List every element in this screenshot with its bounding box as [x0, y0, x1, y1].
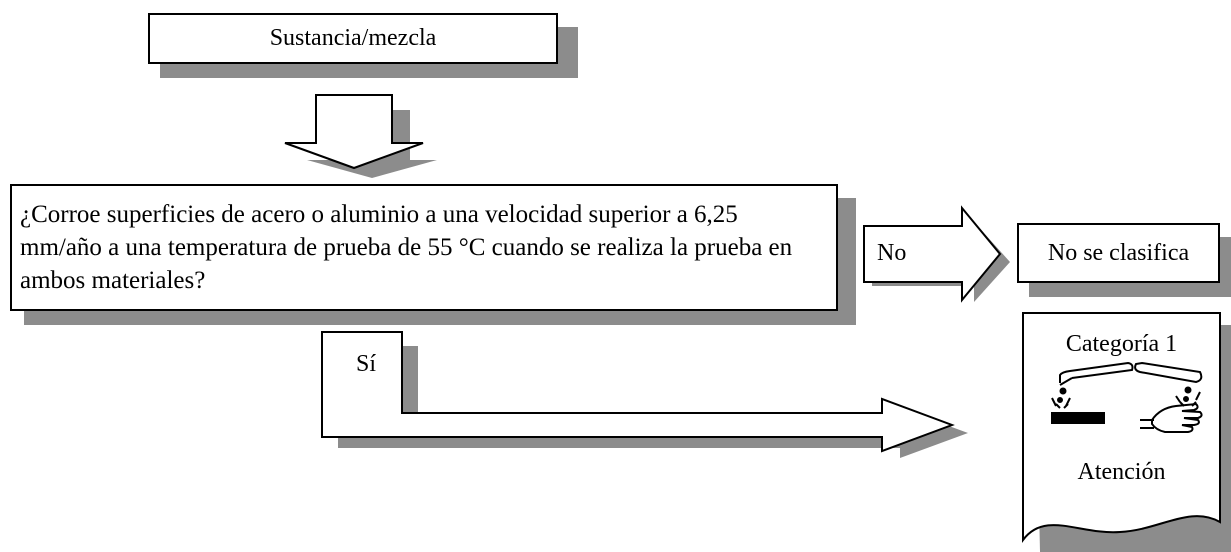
question-box: ¿Corroe superficies de acero o aluminio …	[10, 184, 838, 311]
down-arrow	[284, 94, 424, 170]
signal-word: Atención	[1077, 459, 1166, 485]
category-title: Categoría 1	[1065, 331, 1178, 357]
result-no-box: No se clasifica	[1017, 223, 1220, 283]
start-label: Sustancia/mezcla	[269, 25, 437, 51]
question-text: ¿Corroe superficies de acero o aluminio …	[20, 201, 793, 294]
branch-yes-label: Sí	[356, 351, 377, 377]
start-box: Sustancia/mezcla	[148, 13, 558, 64]
result-no-label: No se clasifica	[1047, 239, 1190, 266]
corrosion-pictogram	[1051, 361, 1203, 433]
no-arrow	[863, 205, 1002, 303]
branch-no-label: No	[877, 240, 907, 266]
si-arrow-shadow	[338, 346, 968, 458]
si-arrow	[321, 331, 955, 453]
